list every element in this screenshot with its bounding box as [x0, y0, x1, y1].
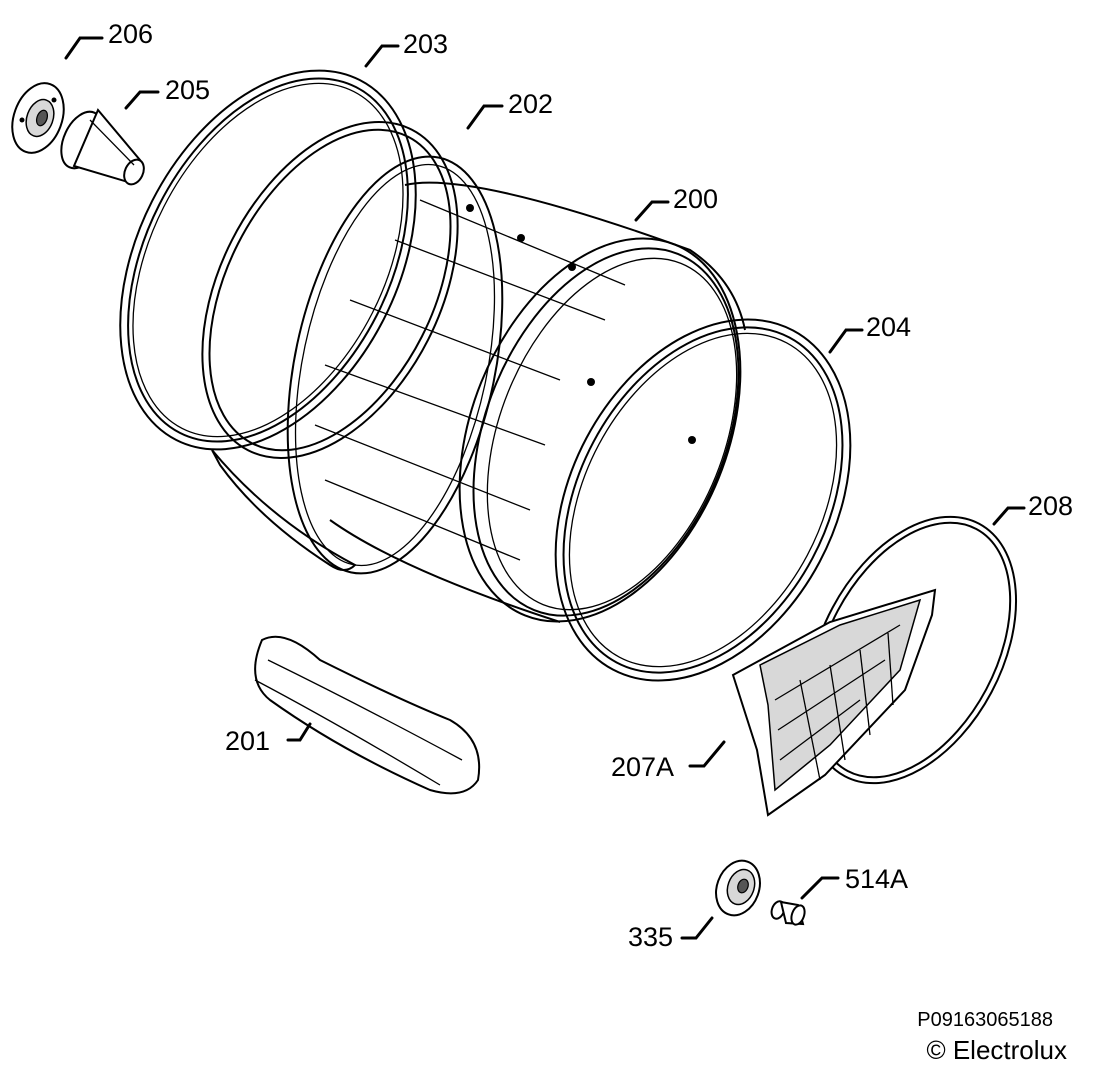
part-204-front-seal — [554, 318, 852, 682]
callout-335: 335 — [628, 922, 673, 952]
part-200-drum — [286, 155, 746, 623]
part-514a-pin — [770, 900, 806, 926]
part-203-rear-seal — [119, 69, 417, 451]
leader-lines — [64, 36, 1026, 940]
part-205-drum-shaft — [60, 108, 145, 186]
callout-208: 208 — [1028, 491, 1073, 521]
part-202-rear-ring — [201, 121, 459, 571]
callout-204: 204 — [866, 312, 911, 342]
callout-200: 200 — [673, 184, 718, 214]
part-208-front-gasket — [806, 515, 1018, 785]
callout-205: 205 — [165, 75, 210, 105]
callout-203: 203 — [403, 29, 448, 59]
copyright-notice: © Electrolux — [926, 1035, 1067, 1065]
part-206-bearing-bracket — [11, 82, 65, 154]
callout-206: 206 — [108, 19, 153, 49]
drawing-code: P09163065188 — [917, 1009, 1053, 1031]
part-201-drum-paddle — [254, 635, 481, 795]
part-207a-lint-filter — [731, 588, 937, 817]
callout-202: 202 — [508, 89, 553, 119]
part-335-roller-wheel — [715, 859, 761, 917]
callout-201: 201 — [225, 726, 270, 756]
callout-514a: 514A — [845, 864, 908, 894]
callout-207a: 207A — [611, 752, 674, 782]
